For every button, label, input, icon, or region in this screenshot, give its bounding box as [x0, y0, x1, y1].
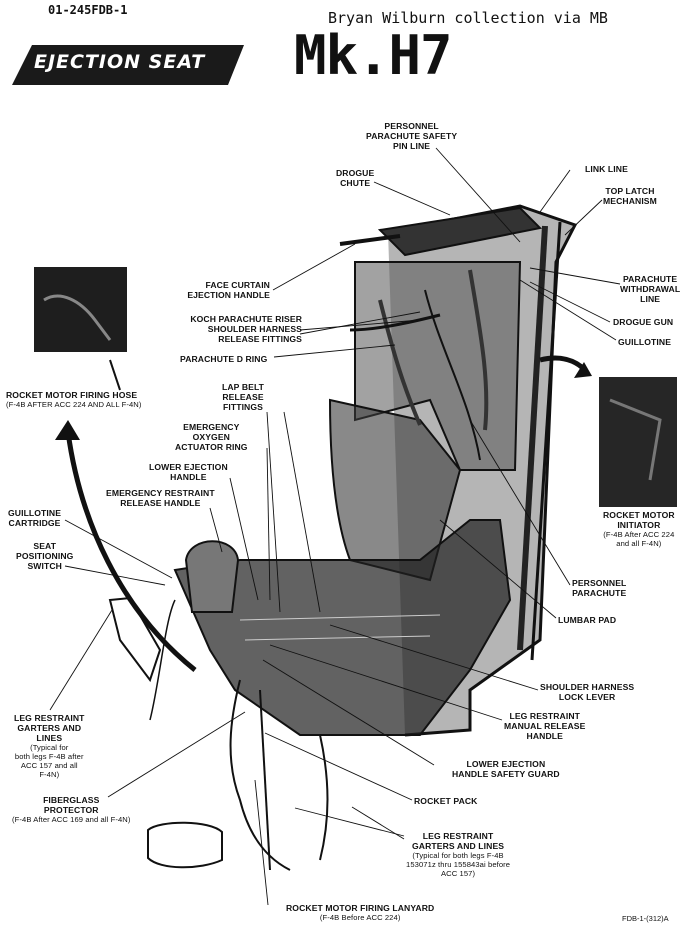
- credit-line: Bryan Wilburn collection via MB: [328, 9, 608, 27]
- label-leg-restraint-manual-release-handle: LEG RESTRAINT MANUAL RELEASE HANDLE: [504, 711, 586, 741]
- label-parachute-d-ring: PARACHUTE D RING: [180, 354, 268, 364]
- label-koch-parachute-riser: KOCH PARACHUTE RISER SHOULDER HARNESS RE…: [190, 314, 302, 344]
- label-rocket-motor-firing-lanyard: ROCKET MOTOR FIRING LANYARD (F-4B Before…: [286, 903, 435, 922]
- banner-shape: [12, 45, 244, 85]
- label-lap-belt-release-fittings: LAP BELT RELEASE FITTINGS: [222, 382, 265, 412]
- label-leg-restraint-garters-right: LEG RESTRAINT GARTERS AND LINES (Typical…: [406, 831, 511, 878]
- figure-code: FDB-1-(312)A: [622, 914, 669, 923]
- label-emergency-restraint-release-handle: EMERGENCY RESTRAINT RELEASE HANDLE: [106, 488, 215, 508]
- label-rocket-motor-initiator: ROCKET MOTOR INITIATOR (F-4B After ACC 2…: [603, 510, 675, 548]
- label-seat-positioning-switch: SEAT POSITIONING SWITCH: [16, 541, 74, 571]
- label-drogue-chute: DROGUE CHUTE: [336, 168, 375, 188]
- label-rocket-motor-firing-hose: ROCKET MOTOR FIRING HOSE (F-4B AFTER ACC…: [6, 390, 142, 409]
- label-guillotine: GUILLOTINE: [618, 337, 672, 347]
- label-parachute-withdrawal-line: PARACHUTE WITHDRAWAL LINE: [620, 274, 681, 304]
- label-shoulder-harness-lock-lever: SHOULDER HARNESS LOCK LEVER: [540, 682, 635, 702]
- label-emergency-oxygen-actuator-ring: EMERGENCY OXYGEN ACTUATOR RING: [175, 422, 248, 452]
- document-number: 01-245FDB-1: [48, 3, 128, 17]
- label-lower-ejection-handle-safety-guard: LOWER EJECTION HANDLE SAFETY GUARD: [452, 759, 560, 779]
- model-title: Mk.H7: [294, 24, 453, 87]
- label-link-line: LINK LINE: [585, 164, 628, 174]
- label-lower-ejection-handle: LOWER EJECTION HANDLE: [149, 462, 228, 482]
- label-personnel-parachute: PERSONNEL PARACHUTE: [572, 578, 627, 598]
- label-rocket-pack: ROCKET PACK: [414, 796, 478, 806]
- label-drogue-gun: DROGUE GUN: [613, 317, 674, 327]
- label-face-curtain-ejection-handle: FACE CURTAIN EJECTION HANDLE: [187, 280, 270, 300]
- banner-title: EJECTION SEAT: [34, 51, 206, 73]
- label-top-latch-mechanism: TOP LATCH MECHANISM: [603, 186, 657, 206]
- label-leg-restraint-garters-left: LEG RESTRAINT GARTERS AND LINES (Typical…: [14, 713, 85, 779]
- label-lumbar-pad: LUMBAR PAD: [558, 615, 617, 625]
- label-personnel-parachute-safety-pin-line: PERSONNEL PARACHUTE SAFETY PIN LINE: [366, 121, 458, 151]
- label-fiberglass-protector: FIBERGLASS PROTECTOR (F-4B After ACC 169…: [12, 795, 131, 824]
- label-guillotine-cartridge: GUILLOTINE CARTRIDGE: [8, 508, 62, 528]
